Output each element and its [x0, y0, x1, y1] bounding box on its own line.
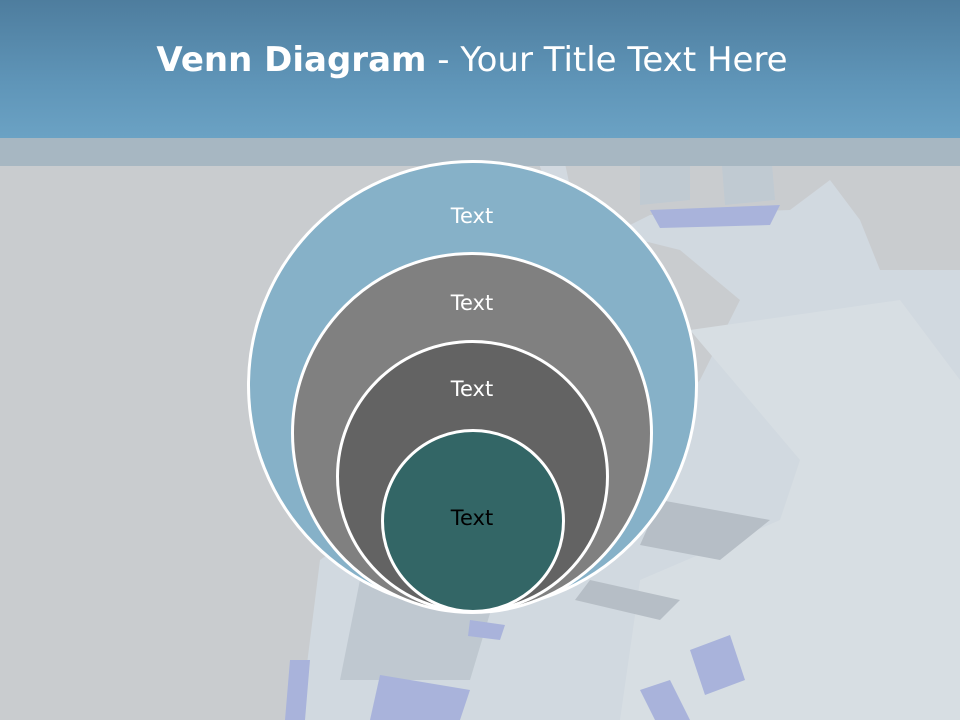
- venn-circle-4: [381, 429, 565, 613]
- slide-title-bold: Venn Diagram: [156, 40, 427, 80]
- venn-label-2: Text: [450, 291, 494, 315]
- slide-title: Venn Diagram - Your Title Text Here: [0, 40, 944, 80]
- venn-label-3: Text: [450, 377, 494, 401]
- venn-label-4: Text: [450, 506, 494, 530]
- slide-title-rest: - Your Title Text Here: [426, 40, 788, 80]
- venn-label-1: Text: [450, 204, 494, 228]
- title-bar: [0, 0, 960, 138]
